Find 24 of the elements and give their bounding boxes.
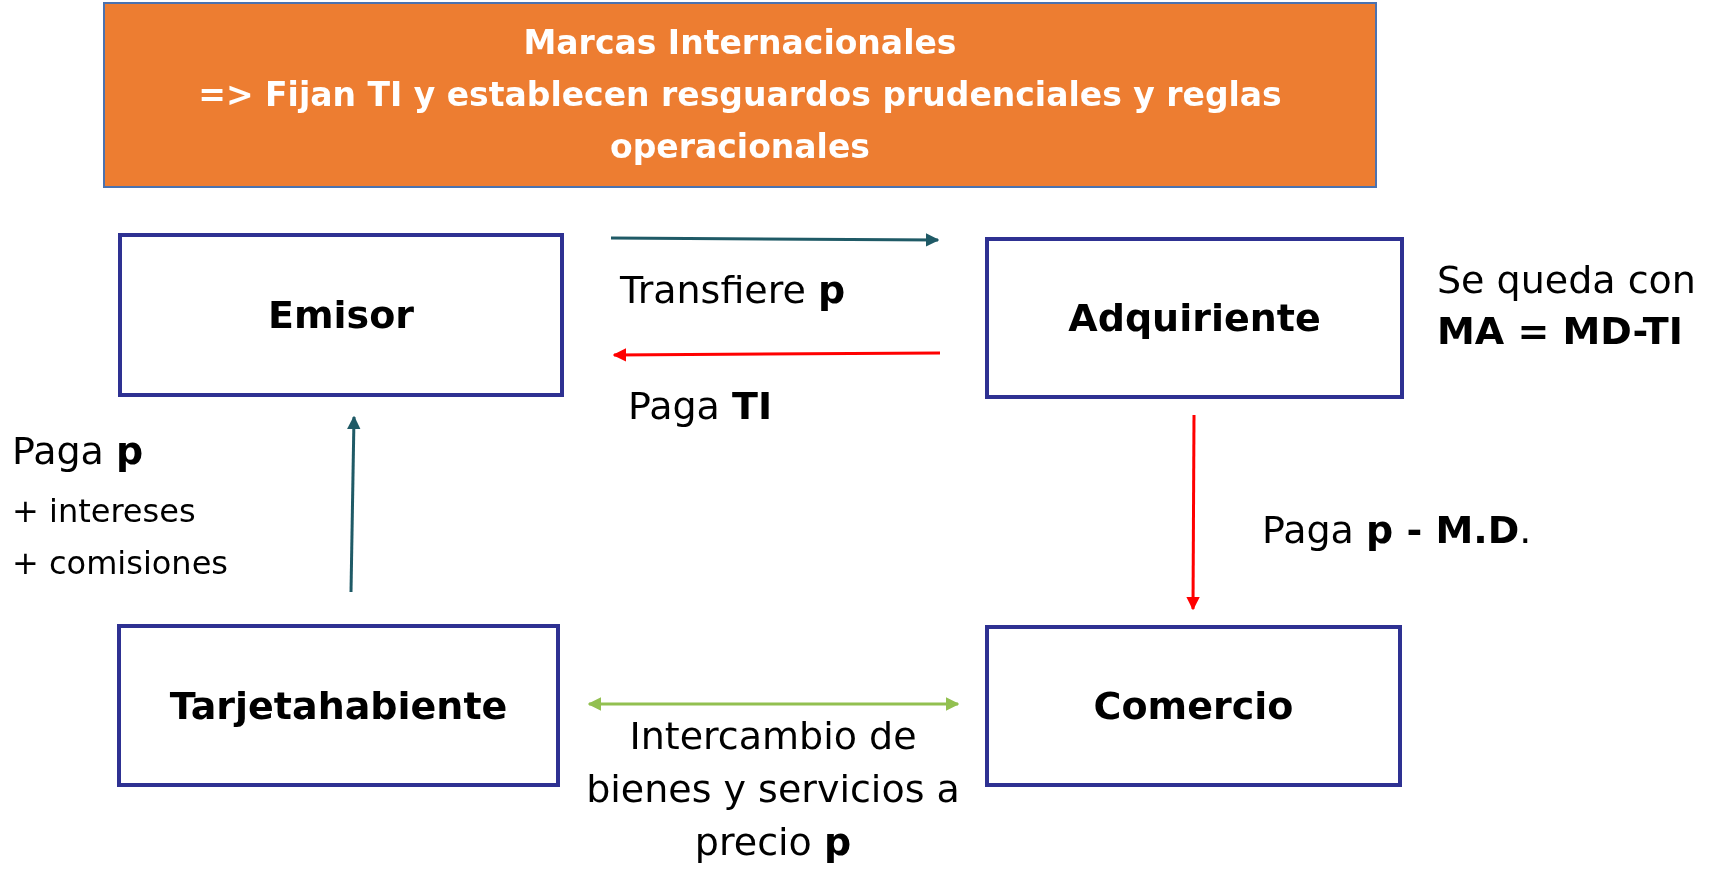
process-box (985, 237, 1404, 399)
node-title: Marcas Internacionales (523, 22, 957, 64)
edge-label: Paga p - M.D. (1262, 507, 1533, 554)
node-title: Adquiriente (1068, 296, 1321, 340)
node-title: Comercio (1093, 684, 1294, 728)
edge-label: Paga TI (628, 383, 774, 430)
edge-label: Intercambio de bienes y servicios a precio p (585, 713, 961, 867)
arrow (587, 697, 960, 711)
edge-label: Transfiere p (620, 267, 847, 314)
note-text: + intereses (12, 491, 196, 532)
arrow (1186, 415, 1200, 611)
arrow (347, 415, 361, 593)
arrow (611, 233, 940, 247)
process-box (118, 233, 564, 397)
process-box (985, 625, 1402, 787)
node-title: Tarjetahabiente (169, 683, 508, 728)
note-text: + comisiones (12, 543, 228, 584)
arrow (612, 348, 940, 362)
node-note: Se queda con MA = MD-TI (1437, 257, 1697, 356)
node-text: => Fijan TI y establecen resguardos prudenciales y reglas operacionales (197, 74, 1283, 168)
title-banner (103, 2, 1377, 188)
process-box (117, 624, 560, 787)
note-text: Paga p (12, 428, 144, 475)
node-title: Emisor (267, 293, 414, 337)
